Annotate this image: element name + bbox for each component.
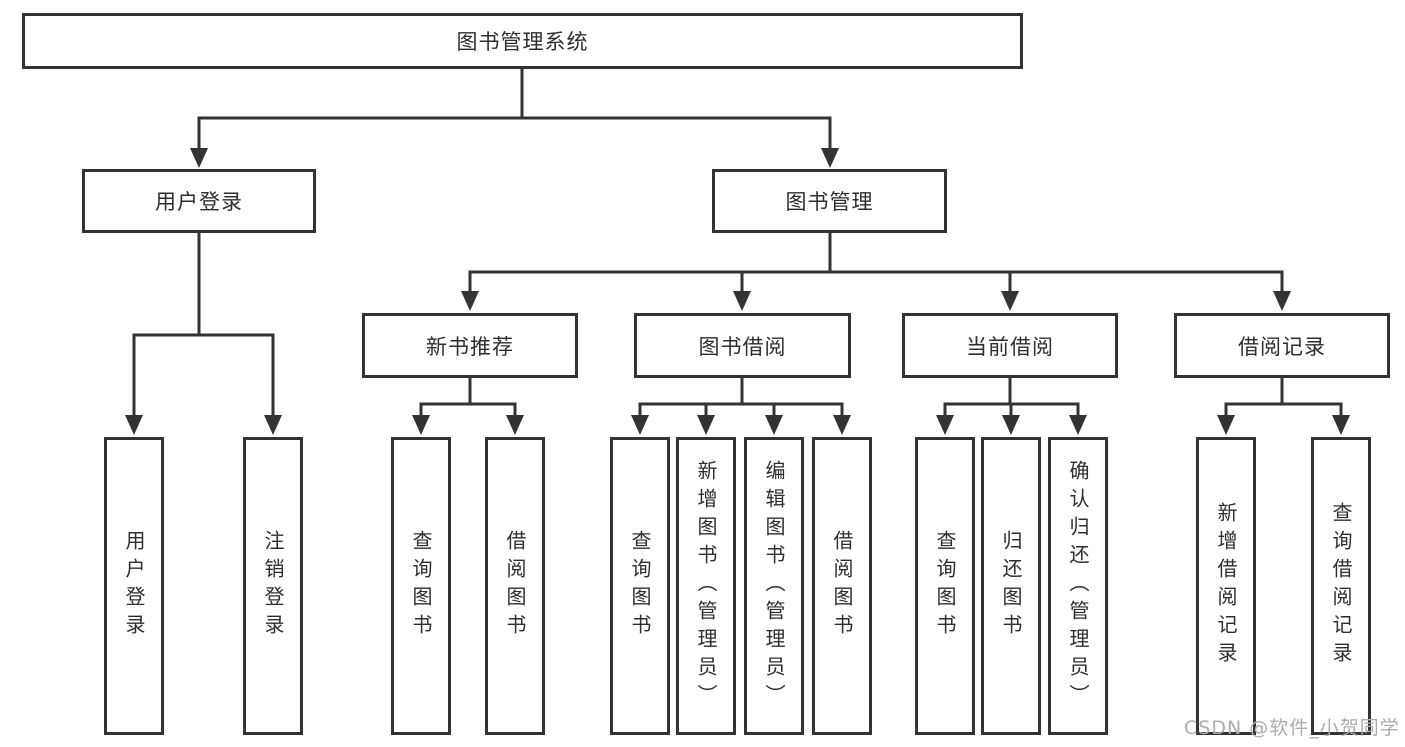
node-label: 新增借阅记录 bbox=[1214, 502, 1238, 670]
node-label: 查询图书 bbox=[628, 530, 652, 642]
node-label: 用户登录 bbox=[155, 190, 243, 214]
node-label: 图书管理 bbox=[785, 190, 874, 214]
node-label: 图书管理系统 bbox=[456, 30, 589, 54]
node-label: 图书借阅 bbox=[698, 334, 787, 359]
leaf-query-books-current: 查询图书 bbox=[915, 437, 975, 735]
node-new-book-recommend: 新书推荐 bbox=[362, 313, 578, 378]
csdn-watermark: CSDN @软件_小贺同学 bbox=[1184, 717, 1400, 739]
leaf-user-login: 用户登录 bbox=[104, 437, 164, 735]
node-library-management-system: 图书管理系统 bbox=[22, 13, 1023, 69]
leaf-query-borrow-record: 查询借阅记录 bbox=[1311, 437, 1371, 735]
node-book-borrow: 图书借阅 bbox=[634, 313, 851, 378]
node-label: 编辑图书（管理员） bbox=[762, 460, 786, 712]
leaf-borrow-books-recommend: 借阅图书 bbox=[485, 437, 545, 735]
node-label: 查询借阅记录 bbox=[1329, 502, 1353, 670]
leaf-confirm-return-admin: 确认归还（管理员） bbox=[1048, 437, 1108, 735]
node-user-login: 用户登录 bbox=[82, 169, 316, 233]
node-current-borrow: 当前借阅 bbox=[902, 313, 1118, 378]
node-label: 查询图书 bbox=[933, 530, 957, 642]
node-label: 新书推荐 bbox=[426, 334, 514, 359]
node-label: 确认归还（管理员） bbox=[1066, 460, 1090, 712]
leaf-borrow-books: 借阅图书 bbox=[812, 437, 872, 735]
node-borrow-records: 借阅记录 bbox=[1174, 313, 1390, 378]
node-label: 注销登录 bbox=[261, 530, 285, 642]
leaf-add-borrow-record: 新增借阅记录 bbox=[1196, 437, 1256, 735]
leaf-query-books-recommend: 查询图书 bbox=[391, 437, 451, 735]
leaf-add-books-admin: 新增图书（管理员） bbox=[676, 437, 736, 735]
node-label: 借阅记录 bbox=[1238, 334, 1326, 359]
leaf-query-books-borrow: 查询图书 bbox=[610, 437, 670, 735]
node-label: 当前借阅 bbox=[966, 334, 1054, 359]
node-label: 借阅图书 bbox=[830, 530, 854, 642]
leaf-return-books: 归还图书 bbox=[981, 437, 1041, 735]
node-label: 用户登录 bbox=[122, 530, 146, 642]
leaf-edit-books-admin: 编辑图书（管理员） bbox=[744, 437, 804, 735]
node-book-management: 图书管理 bbox=[712, 169, 947, 233]
node-label: 归还图书 bbox=[999, 530, 1023, 642]
node-label: 查询图书 bbox=[409, 530, 433, 642]
node-label: 新增图书（管理员） bbox=[694, 460, 718, 712]
node-label: 借阅图书 bbox=[503, 530, 527, 642]
leaf-logout: 注销登录 bbox=[243, 437, 303, 735]
